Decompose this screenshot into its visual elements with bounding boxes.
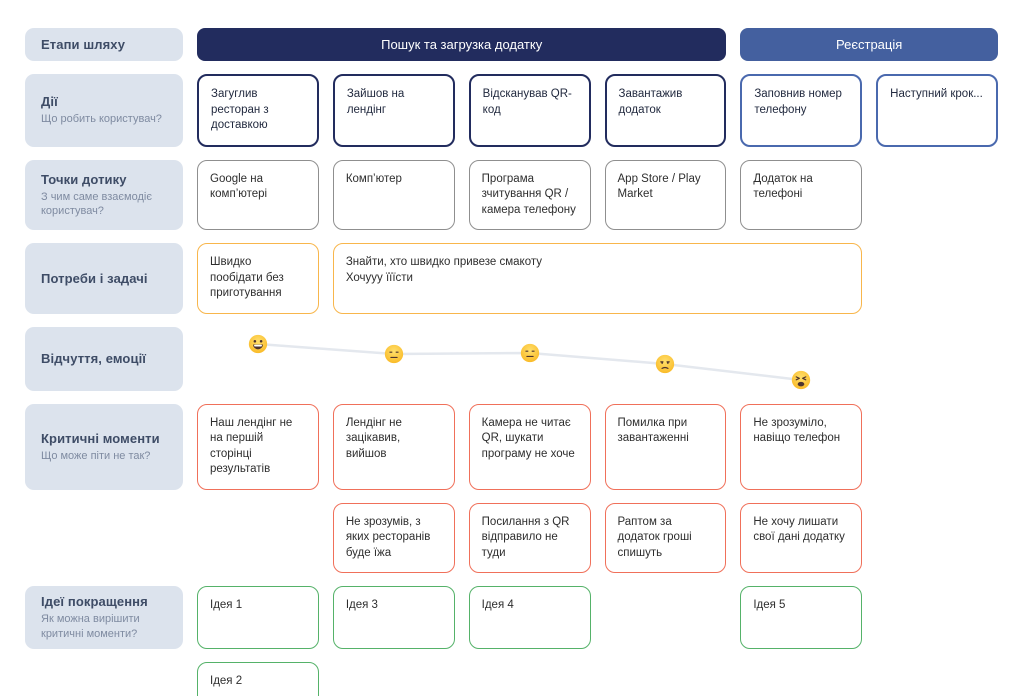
idea-card[interactable]: Ідея 2 (197, 661, 319, 696)
critical-card[interactable]: Наш лендінг не на першій сторінці резуль… (197, 403, 319, 490)
idea-card[interactable]: Ідея 3 (332, 586, 455, 649)
touchpoint-card[interactable]: Додаток на телефоні (740, 159, 863, 231)
actions-row: Дії Що робить користувач? Загуглив ресто… (25, 74, 998, 147)
ideas-row-title: Ідеї покращення (41, 594, 148, 610)
stages-row-label: Етапи шляху (25, 28, 183, 61)
critical-card[interactable]: Раптом за додаток гроші спишуть (604, 502, 727, 574)
emotion-curve-track (197, 327, 998, 391)
emotion-curve (248, 334, 811, 389)
critical-row-subtitle: Що може піти не так? (41, 449, 151, 462)
touchpoint-card[interactable]: Google на комп’ютері (197, 159, 319, 231)
idea-card[interactable]: Ідея 5 (740, 586, 863, 649)
emoji-expressionless-icon[interactable] (384, 344, 404, 363)
critical-card[interactable]: Камера не читає QR, шукати програму не х… (468, 403, 591, 490)
touchpoints-row-subtitle: З чим саме взаємодіє користувач? (41, 190, 152, 217)
stages-row: Етапи шляху Пошук та загрузка додатку Ре… (25, 28, 998, 61)
idea-card[interactable]: Ідея 4 (468, 586, 591, 649)
critical-moments-row-2: Не зрозумів, з яких ресторанів буде їжа … (25, 502, 998, 574)
stages-row-title: Етапи шляху (41, 37, 126, 52)
critical-row-title: Критичні моменти (41, 430, 160, 446)
critical-moments-row: Критичні моменти Що може піти не так? На… (25, 403, 998, 490)
stage-search-download[interactable]: Пошук та загрузка додатку (197, 28, 727, 61)
emotions-row-label: Відчуття, емоції (25, 326, 183, 391)
critical-card[interactable]: Не хочу лишати свої дані додатку (740, 502, 863, 574)
emoji-grinning-icon[interactable] (248, 334, 268, 353)
critical-card[interactable]: Помилка при завантаженні (604, 403, 727, 490)
action-card[interactable]: Зайшов на лендінг (332, 74, 455, 147)
touchpoints-row-label: Точки дотику З чим саме взаємодіє корист… (25, 159, 183, 231)
ideas-row-subtitle: Як можна вирішити критичні моменти? (41, 613, 140, 640)
action-card[interactable]: Загуглив ресторан з доставкою (197, 74, 319, 147)
touchpoint-card[interactable]: Комп’ютер (332, 159, 455, 231)
actions-row-label: Дії Що робить користувач? (25, 74, 183, 147)
ideas-row-label: Ідеї покращення Як можна вирішити критич… (25, 586, 183, 649)
needs-row: Потреби і задачі Швидко пообідати без пр… (25, 243, 998, 314)
action-card[interactable]: Завантажив додаток (604, 74, 727, 147)
needs-row-label: Потреби і задачі (25, 243, 183, 314)
emotions-row-title: Відчуття, емоції (41, 351, 147, 367)
stage-registration[interactable]: Реєстрація (740, 28, 998, 61)
touchpoint-card[interactable]: App Store / Play Market (604, 159, 727, 231)
emotions-row: Відчуття, емоції (25, 326, 998, 391)
touchpoints-row-title: Точки дотику (41, 171, 127, 187)
action-card[interactable]: Наступний крок... (876, 74, 998, 147)
critical-card[interactable]: Посилання з QR відправило не туди (468, 502, 591, 574)
critical-card[interactable]: Лендінг не зацікавив, вийшов (332, 403, 455, 490)
needs-row-title: Потреби і задачі (41, 270, 148, 286)
emoji-unamused-icon[interactable] (655, 354, 675, 373)
emoji-tired-icon[interactable] (791, 370, 811, 389)
ideas-row-2: Ідея 2 (25, 661, 998, 696)
emoji-expressionless-icon[interactable] (520, 343, 540, 362)
critical-row-label: Критичні моменти Що може піти не так? (25, 403, 183, 490)
actions-row-subtitle: Що робить користувач? (41, 113, 162, 126)
critical-card[interactable]: Не зрозуміло, навіщо телефон (740, 403, 863, 490)
need-card[interactable]: Швидко пообідати без приготування (197, 243, 319, 314)
touchpoints-row: Точки дотику З чим саме взаємодіє корист… (25, 159, 998, 231)
action-card[interactable]: Заповнив номер телефону (740, 74, 863, 147)
action-card[interactable]: Відсканував QR-код (468, 74, 591, 147)
idea-card[interactable]: Ідея 1 (197, 586, 319, 649)
critical-card[interactable]: Не зрозумів, з яких ресторанів буде їжа (332, 502, 455, 574)
need-card[interactable]: Знайти, хто швидко привезе смакоту Хочуу… (332, 243, 863, 314)
touchpoint-card[interactable]: Програма зчитування QR / камера телефону (468, 159, 591, 231)
actions-row-title: Дії (41, 94, 58, 110)
ideas-row: Ідеї покращення Як можна вирішити критич… (25, 586, 998, 649)
